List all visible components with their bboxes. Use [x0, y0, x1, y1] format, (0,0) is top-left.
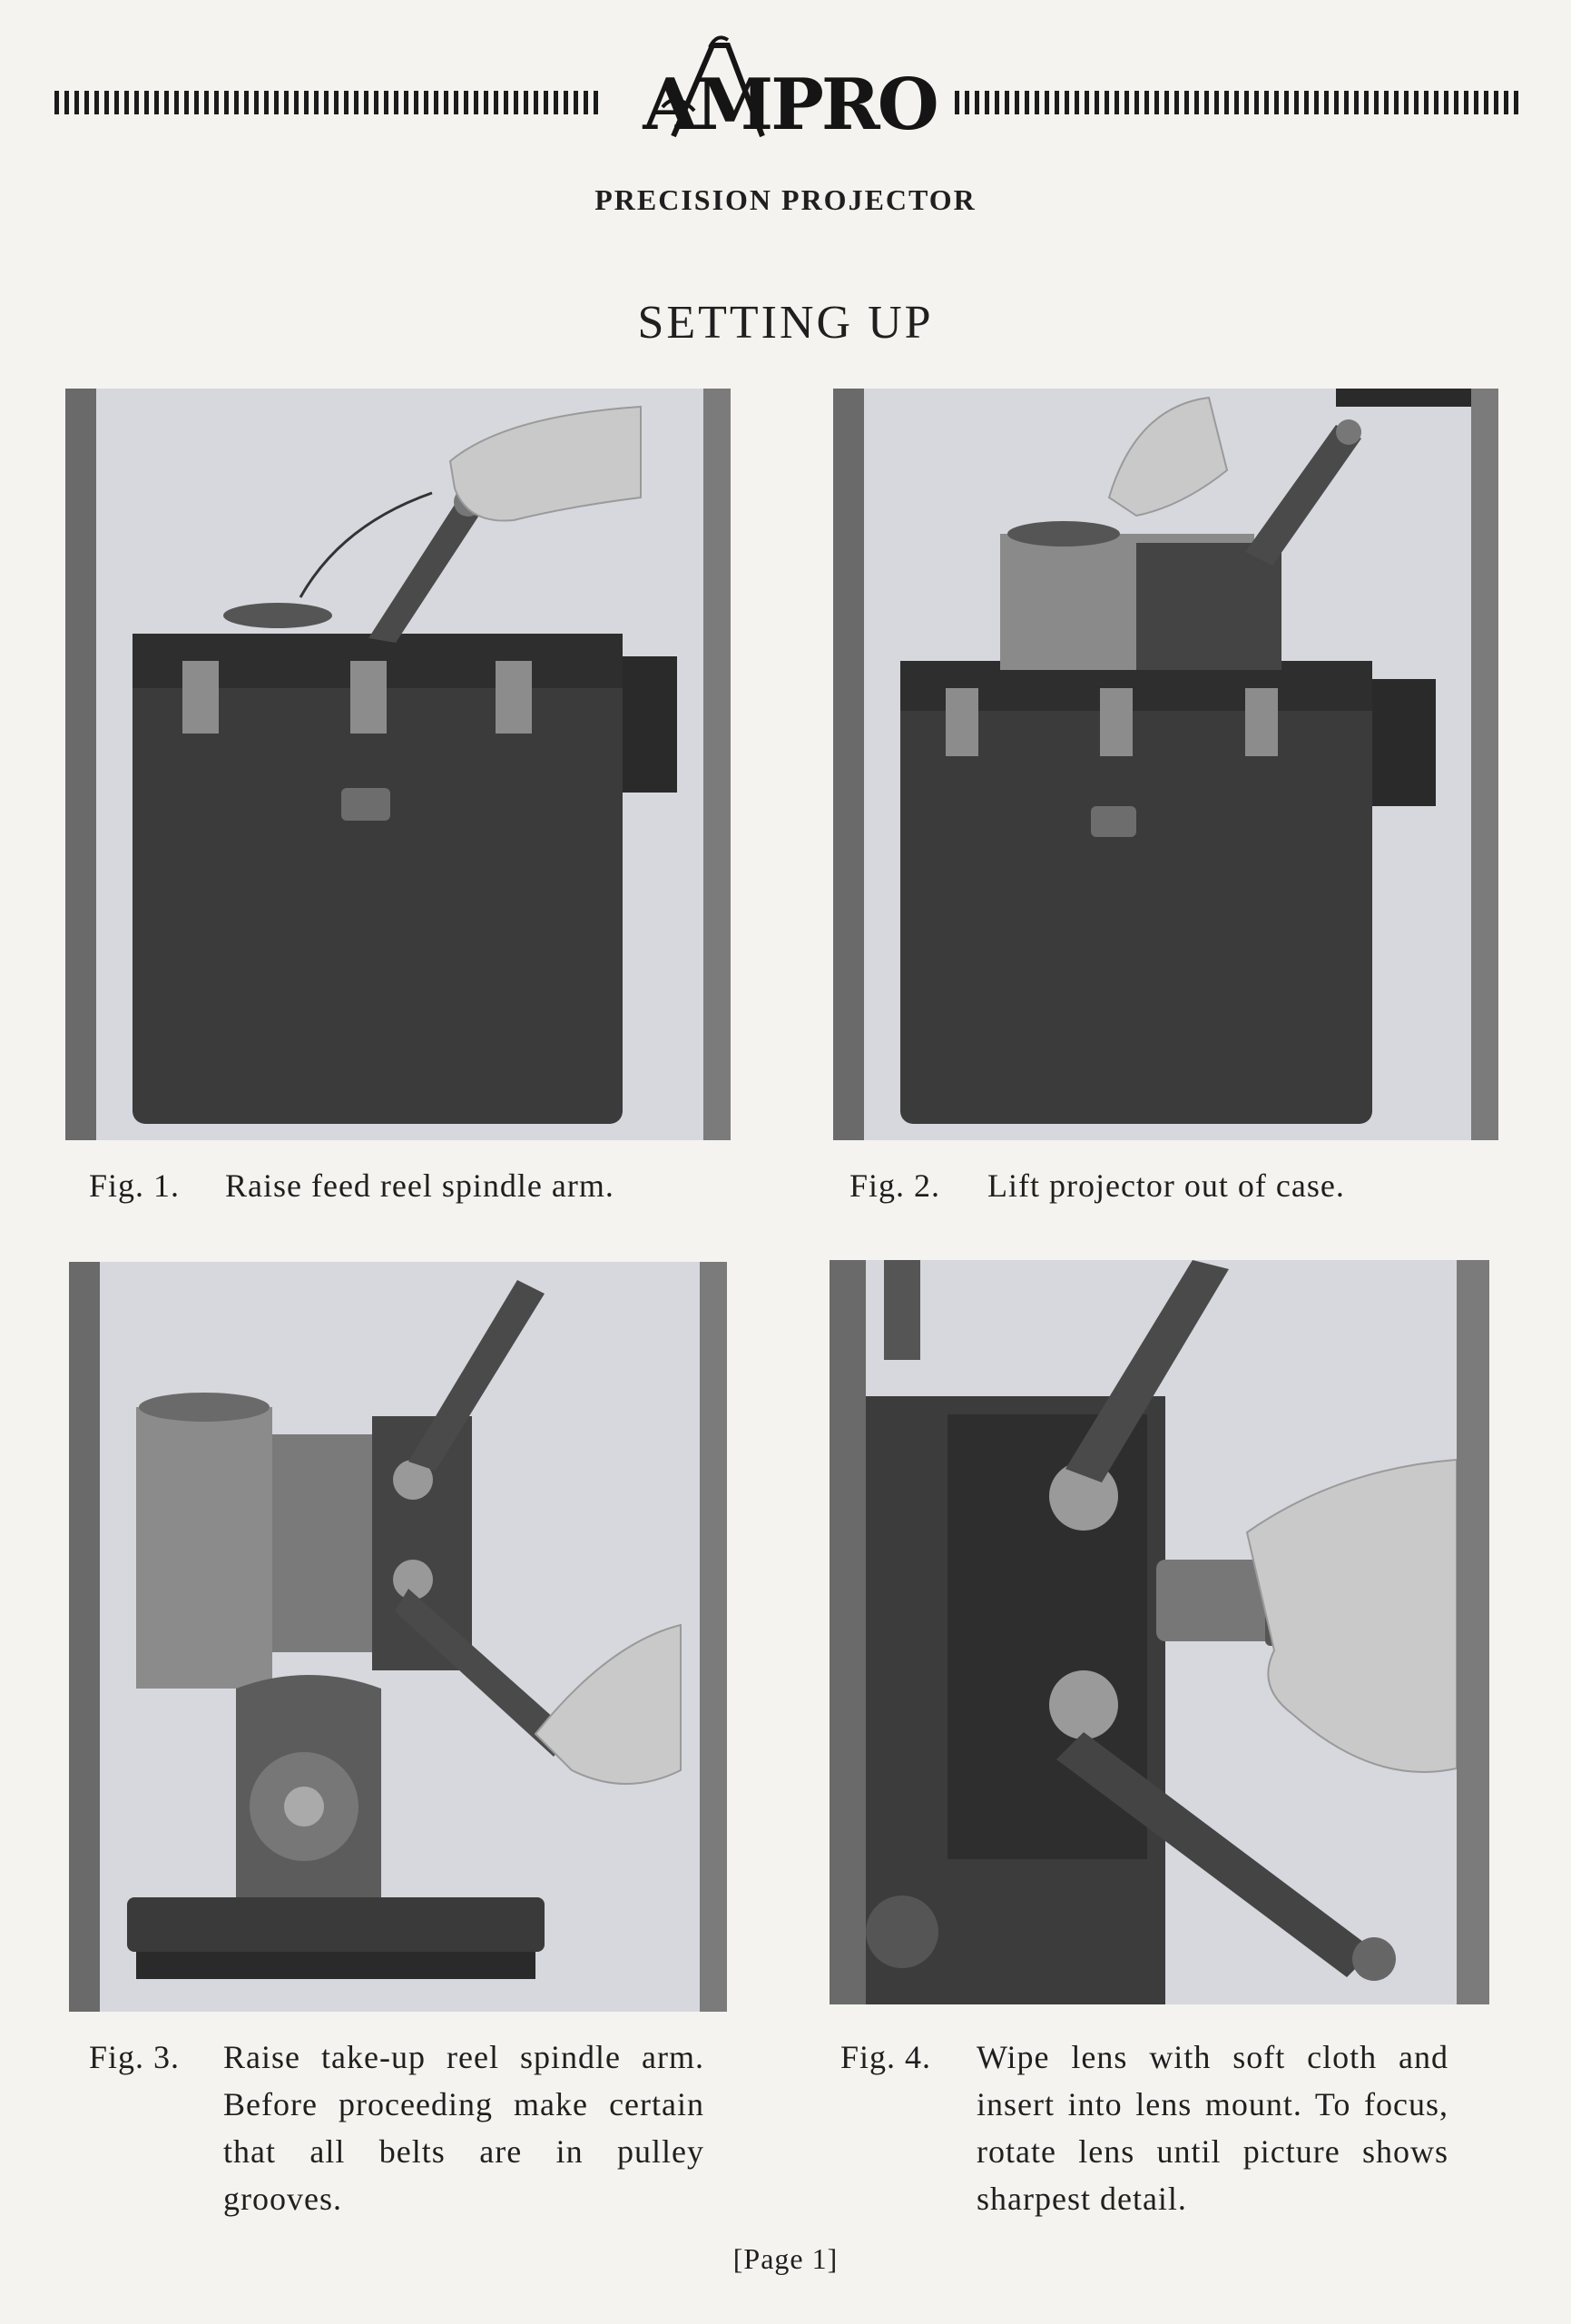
brand-wordmark: AMPRO: [643, 64, 938, 146]
figure-3-text: Raise take-up reel spindle arm. Before p…: [223, 2039, 704, 2217]
header-rule-left: [54, 91, 604, 114]
header-rule-right: [955, 91, 1524, 114]
figure-1-photo: [65, 389, 731, 1140]
figure-3-caption: Fig. 3. Raise take-up reel spindle arm. …: [89, 2034, 706, 2233]
logo-flourish-icon: [661, 35, 765, 138]
figure-3-number: Fig. 3.: [89, 2039, 181, 2075]
figure-1-text: Raise feed reel spindle arm.: [225, 1167, 614, 1204]
figure-1-number: Fig. 1.: [89, 1167, 181, 1204]
ampro-logo: AMPRO: [626, 27, 953, 154]
page-subtitle: PRECISION PROJECTOR: [594, 183, 977, 216]
figure-2-number: Fig. 2.: [849, 1167, 941, 1204]
figure-2-text: Lift projector out of case.: [987, 1167, 1345, 1204]
figure-2-photo: [833, 389, 1498, 1140]
section-title: SETTING UP: [637, 297, 934, 349]
figure-4-photo: [830, 1260, 1489, 2004]
figure-4-number: Fig. 4.: [840, 2039, 932, 2075]
figure-3-photo: [69, 1262, 727, 2012]
figure-4-caption: Fig. 4. Wipe lens with soft cloth and in…: [840, 2034, 1458, 2233]
figure-4-text: Wipe lens with soft cloth and insert int…: [977, 2039, 1448, 2217]
page-number: [Page 1]: [732, 2242, 839, 2275]
